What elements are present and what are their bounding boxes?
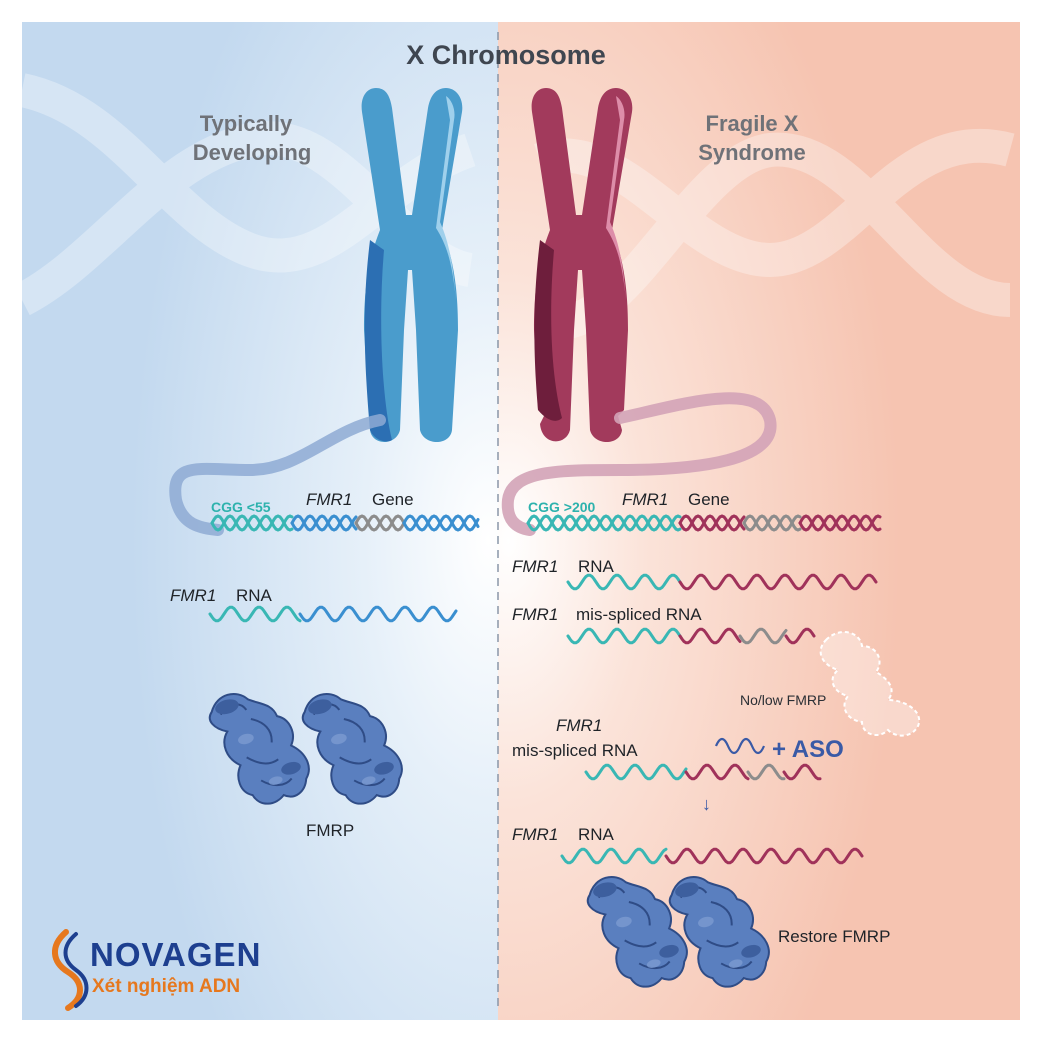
normal-x-chromosome [361, 88, 463, 442]
aso-label: + ASO [772, 736, 844, 763]
left-rna-word: RNA [236, 586, 273, 605]
helix-strand-b [678, 514, 746, 532]
helix-strand-b [290, 514, 358, 532]
fragile-chromatin-thread [501, 392, 777, 536]
right-rna-name: FMR1 [512, 557, 558, 576]
fragile-fmr1-rna [566, 573, 682, 591]
restored-rna-name: FMR1 [512, 825, 558, 844]
helix-strand-a [678, 514, 746, 532]
right-missplice-name: FMR1 [512, 605, 558, 624]
helix-strand-b [354, 514, 406, 532]
mis-spliced-rna [738, 627, 788, 645]
helix-strand-a [526, 514, 682, 532]
right-panel-background [498, 22, 1020, 1020]
aso-rna-word: mis-spliced RNA [512, 741, 638, 760]
restore-fmrp-label: Restore FMRP [778, 927, 890, 946]
mis-spliced-rna [678, 627, 742, 645]
right-cgg-label: CGG >200 [528, 499, 596, 515]
helix-strand-a [742, 514, 802, 532]
helix-strand-b [526, 514, 682, 532]
mis-spliced-rna [784, 627, 816, 645]
normal-fmr1-gene-helix [210, 514, 480, 532]
left-heading-line2: Developing [193, 140, 312, 165]
left-gene-word: Gene [372, 490, 414, 509]
restored-fmr1-rna [664, 847, 864, 865]
fragile-x-chromosome [531, 88, 633, 442]
mis-spliced-rna-before-aso [782, 763, 822, 781]
fmrp-label: FMRP [306, 821, 354, 840]
mis-spliced-rna-before-aso [584, 763, 688, 781]
brand-tagline: Xét nghiệm ADN [92, 976, 240, 997]
left-cgg-label: CGG <55 [211, 499, 271, 515]
rna-strands [208, 573, 878, 865]
right-rna-word: RNA [578, 557, 615, 576]
helix-strand-a [290, 514, 358, 532]
restored-fmr1-rna [560, 847, 668, 865]
mis-spliced-rna [566, 627, 682, 645]
mis-spliced-rna-before-aso [684, 763, 750, 781]
normal-fmr1-rna [208, 605, 302, 623]
helix-strand-a [798, 514, 882, 532]
helix-strand-b [402, 514, 480, 532]
novagen-logo-mark [52, 929, 89, 1011]
no-fmrp-label: No/low FMRP [740, 692, 826, 708]
diagram-title: X Chromosome [406, 40, 606, 70]
left-gene-name: FMR1 [306, 490, 352, 509]
right-gene-name: FMR1 [622, 490, 668, 509]
fragile-fmr1-rna [678, 573, 878, 591]
helix-strand-b [798, 514, 882, 532]
normal-chromatin-thread [169, 414, 386, 536]
left-heading-line1: Typically [200, 111, 293, 136]
aso-molecule-icon [714, 737, 766, 755]
right-heading-line1: Fragile X [706, 111, 799, 136]
helix-strand-a [210, 514, 294, 532]
aso-rna-name: FMR1 [556, 716, 602, 735]
right-heading-line2: Syndrome [698, 140, 806, 165]
brand-name: NOVAGEN [90, 936, 261, 973]
helix-strand-b [742, 514, 802, 532]
normal-fmr1-rna [298, 605, 458, 623]
mis-spliced-rna-before-aso [746, 763, 786, 781]
left-rna-name: FMR1 [170, 586, 216, 605]
missing-fmrp-outline [819, 631, 921, 737]
restored-rna-word: RNA [578, 825, 615, 844]
down-arrow: ↓ [702, 794, 711, 814]
right-missplice-word: mis-spliced RNA [576, 605, 702, 624]
fragile-fmr1-gene-helix [526, 514, 882, 532]
right-gene-word: Gene [688, 490, 730, 509]
helix-strand-b [210, 514, 294, 532]
